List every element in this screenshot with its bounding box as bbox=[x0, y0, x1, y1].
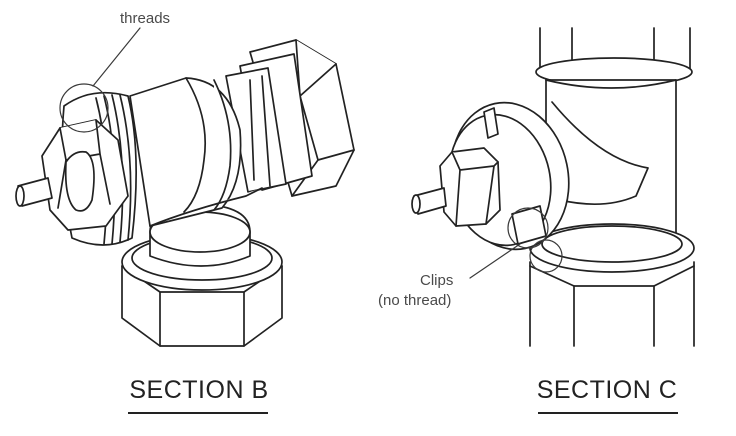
section-c-title: SECTION C bbox=[536, 376, 678, 404]
section-b-front-nut bbox=[15, 119, 129, 231]
no-thread-label: (no thread) bbox=[378, 292, 452, 309]
clips-callout-circle-2 bbox=[529, 239, 563, 273]
section-c-underline bbox=[538, 412, 678, 414]
clips-leader-line bbox=[469, 243, 521, 279]
threads-leader-line bbox=[92, 27, 141, 87]
section-c-bottom-nut bbox=[529, 223, 695, 347]
clips-callout-circle-1 bbox=[507, 207, 549, 249]
threads-label: threads bbox=[120, 10, 171, 27]
section-c-valve bbox=[411, 27, 695, 347]
clips-label: Clips bbox=[420, 272, 454, 289]
section-c-top-pipe bbox=[535, 27, 693, 87]
section-c-small-nut bbox=[411, 147, 501, 227]
section-b-body bbox=[129, 77, 263, 227]
threads-callout-circle bbox=[59, 83, 109, 133]
section-b-valve bbox=[15, 27, 355, 347]
section-b-underline bbox=[128, 412, 268, 414]
section-b-title: SECTION B bbox=[129, 376, 269, 404]
section-b-right-nut bbox=[225, 39, 355, 197]
